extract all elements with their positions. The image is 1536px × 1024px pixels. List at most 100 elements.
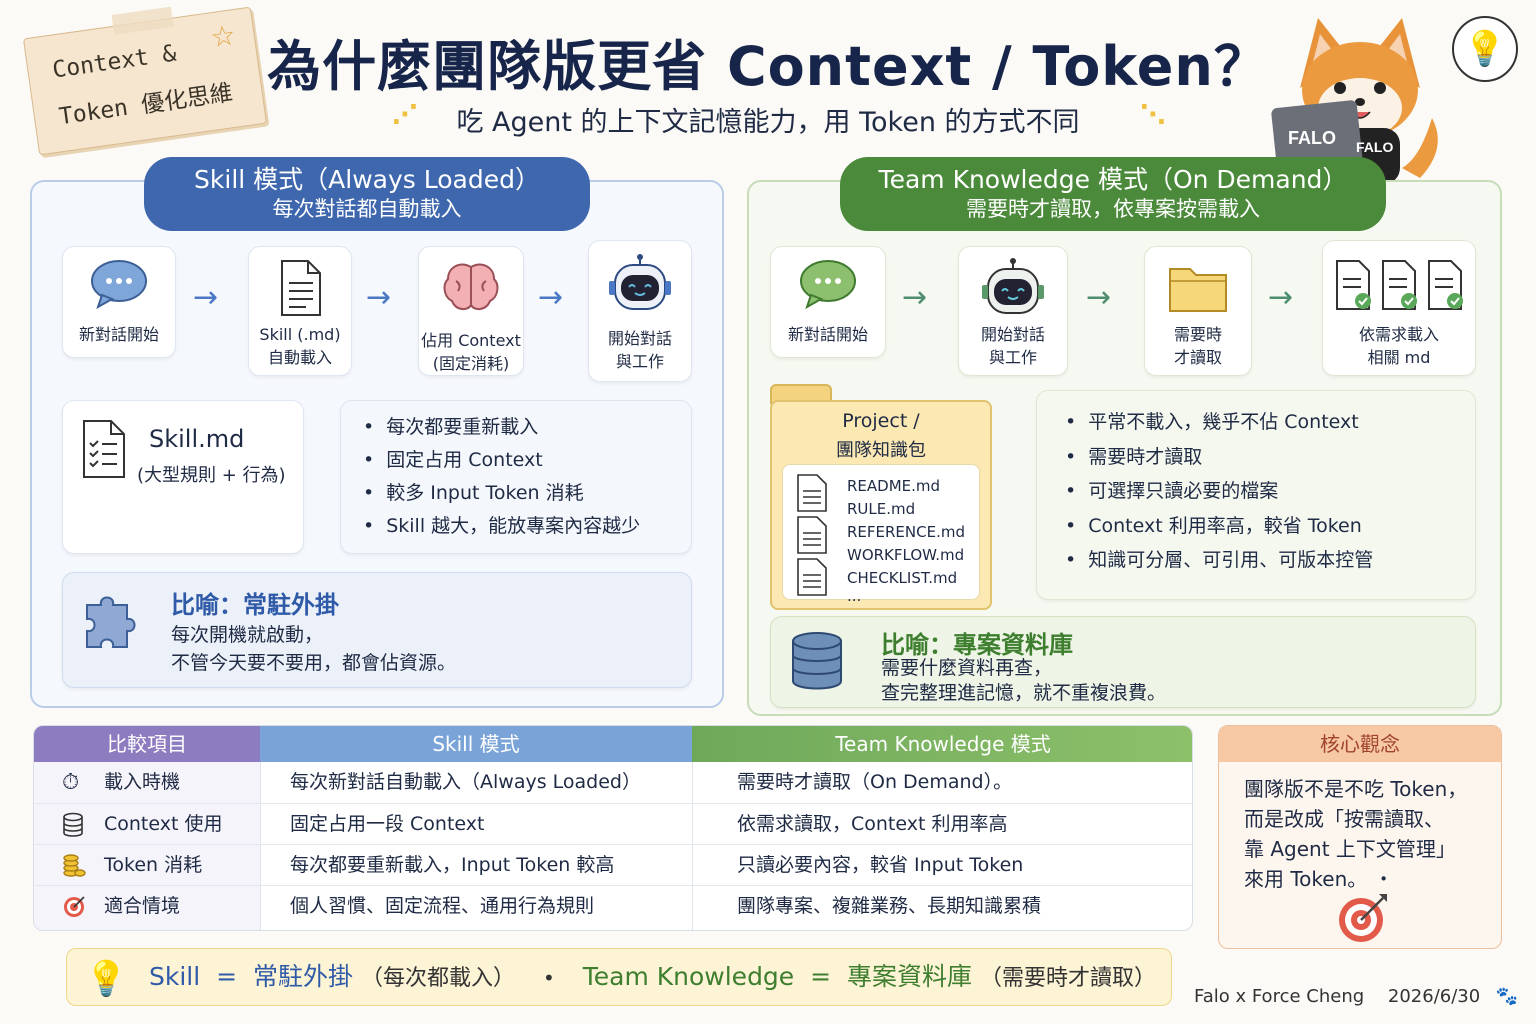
skill-step-3: 佔用 Context (固定消耗) (418, 246, 524, 376)
coins-icon (62, 845, 86, 886)
list-item: CHECKLIST.md (847, 569, 958, 587)
list-item: RULE.md (847, 500, 916, 518)
arrow-right-icon: → (366, 280, 392, 315)
skill-step-2-label1: Skill (.md) (259, 325, 341, 344)
list-item: README.md (847, 477, 941, 495)
table-cell-team: 需要時才讀取（On Demand）。 (737, 771, 1013, 793)
summary-skill-note: （每次都載入） (361, 966, 516, 991)
core-concept-card: 核心觀念 團隊版不是不吃 Token， 而是改成「按需讀取、 靠 Agent 上… (1218, 725, 1502, 949)
robot-icon (959, 257, 1067, 323)
list-item: 知識可分層、可引用、可版本控管 (1065, 543, 1373, 578)
list-item: 每次都要重新載入 (363, 411, 640, 444)
summary-dot: • (542, 966, 555, 990)
file-names: README.md RULE.md REFERENCE.md WORKFLOW.… (847, 475, 965, 605)
page-title: 為什麼團隊版更省 Context / Token？ (267, 35, 1269, 98)
core-line-4: 來用 Token。 ・ (1244, 867, 1394, 891)
laptop-label: FALO (1288, 128, 1336, 148)
table-cell-item: Context 使用 (104, 813, 223, 835)
skill-mode-subtitle: 每次對話都自動載入 (272, 197, 462, 221)
paw-icon: 🐾 (1495, 986, 1519, 1007)
team-bullets-card: 平常不載入，幾乎不佔 Context 需要時才讀取 可選擇只讀必要的檔案 Con… (1036, 390, 1476, 600)
footer-credit: Falo x Force Cheng (1194, 986, 1365, 1007)
team-metaphor-title: 比喻：專案資料庫 (881, 631, 1073, 659)
arrow-right-icon: → (1268, 280, 1294, 315)
core-line-3: 靠 Agent 上下文管理」 (1244, 837, 1456, 861)
table-row: Token 消耗 每次都要重新載入，Input Token 較高 只讀必要內容，… (34, 844, 1192, 886)
skill-step-4-label2: 與工作 (615, 352, 664, 371)
summary-eq-1: = (216, 962, 238, 991)
chat-bubble-icon (771, 259, 885, 313)
folder-icon (1145, 263, 1251, 317)
divider (692, 762, 693, 930)
skill-md-card: Skill.md (大型規則 + 行為) (62, 400, 304, 554)
page-subtitle: 吃 Agent 的上下文記憶能力，用 Token 的方式不同 (456, 107, 1080, 138)
team-mode-header: Team Knowledge 模式（On Demand） 需要時才讀取，依專案按… (840, 157, 1386, 231)
table-cell-item: 適合情境 (104, 895, 181, 917)
team-metaphor-line1: 需要什麼資料再查， (881, 657, 1053, 679)
table-cell-item: 載入時機 (104, 771, 181, 793)
summary-skill: Skill (149, 962, 201, 991)
table-header-team: Team Knowledge 模式 (692, 726, 1192, 762)
table-header-skill: Skill 模式 (260, 726, 692, 762)
list-item: 固定占用 Context (363, 444, 640, 477)
lightbulb-bubble-icon: 💡 (1452, 16, 1518, 82)
list-item: ... (847, 587, 862, 605)
target-icon (62, 886, 86, 927)
table-header-item: 比較項目 (34, 726, 260, 762)
table-cell-skill: 個人習慣、固定流程、通用行為規則 (290, 895, 595, 917)
table-cell-item: Token 消耗 (104, 854, 203, 876)
skill-step-2: Skill (.md) 自動載入 (248, 246, 352, 376)
summary-bar: 💡 Skill = 常駐外掛 （每次都載入） • Team Knowledge … (66, 948, 1172, 1006)
skill-step-3-label2: (固定消耗) (432, 354, 510, 373)
team-mode-subtitle: 需要時才讀取，依專案按需載入 (966, 197, 1260, 221)
shirt-label: FALO (1356, 139, 1393, 155)
checklist-document-icon (81, 419, 127, 483)
team-step-1-label: 新對話開始 (787, 325, 868, 344)
summary-team-note: （需要時才讀取） (980, 966, 1157, 991)
skill-metaphor-line1: 每次開機就啟動， (171, 624, 324, 646)
arrow-right-icon: → (538, 280, 564, 315)
skill-bullets-card: 每次都要重新載入 固定占用 Context 較多 Input Token 消耗 … (340, 400, 692, 554)
core-line-2: 而是改成「按需讀取、 (1244, 807, 1444, 831)
list-item: REFERENCE.md (847, 523, 965, 541)
skill-step-2-label2: 自動載入 (267, 348, 332, 367)
clock-icon: ⏱ (62, 770, 80, 795)
folder-title-2: 團隊知識包 (836, 440, 926, 461)
skill-step-3-label1: 佔用 Context (421, 331, 521, 350)
list-item: 較多 Input Token 消耗 (363, 477, 640, 510)
arrow-right-icon: → (1086, 280, 1112, 315)
team-step-1: 新對話開始 (770, 246, 886, 358)
summary-team: Team Knowledge (582, 962, 795, 991)
project-folder-card: Project / 團隊知識包 README.md RULE.md REFERE… (770, 384, 992, 610)
divider (260, 762, 261, 930)
table-row: Context 使用 固定占用一段 Context 依需求讀取，Context … (34, 803, 1192, 844)
list-item: 可選擇只讀必要的檔案 (1065, 474, 1373, 509)
fox-mascot-icon: FALO FALO (1271, 18, 1438, 184)
table-cell-team: 依需求讀取，Context 利用率高 (737, 813, 1008, 835)
skill-mode-title: Skill 模式（Always Loaded） (194, 165, 540, 194)
table-cell-team: 只讀必要內容，較省 Input Token (737, 854, 1024, 876)
skill-step-1-label: 新對話開始 (78, 325, 159, 344)
sparkle-left-icon: ⋰ (392, 100, 418, 130)
database-icon (791, 631, 843, 695)
folder-title-1: Project / (842, 410, 920, 432)
team-step-3-label1: 需要時 (1173, 325, 1222, 344)
skill-step-1: 新對話開始 (62, 246, 176, 358)
team-step-2-label1: 開始對話 (980, 325, 1045, 344)
footer-date: 2026/6/30 (1387, 986, 1481, 1007)
skill-step-4-label1: 開始對話 (607, 329, 672, 348)
core-concept-title: 核心觀念 (1219, 726, 1501, 762)
skill-bullet-list: 每次都要重新載入 固定占用 Context 較多 Input Token 消耗 … (363, 411, 640, 543)
robot-icon (589, 253, 691, 319)
checked-documents-icon (1323, 259, 1475, 315)
chat-bubble-icon (63, 259, 175, 313)
list-item: Skill 越大，能放專案內容越少 (363, 510, 640, 543)
table-row: 適合情境 個人習慣、固定流程、通用行為規則 團隊專案、複雜業務、長期知識累積 (34, 885, 1192, 927)
skill-metaphor-line2: 不管今天要不要用，都會佔資源。 (171, 652, 457, 674)
table-cell-team: 團隊專案、複雜業務、長期知識累積 (737, 895, 1042, 917)
skill-md-title: Skill.md (149, 425, 245, 453)
list-item: 需要時才讀取 (1065, 440, 1373, 475)
team-step-3-label2: 才讀取 (1173, 348, 1222, 367)
arrow-right-icon: → (193, 280, 219, 315)
list-item: WORKFLOW.md (847, 546, 965, 564)
